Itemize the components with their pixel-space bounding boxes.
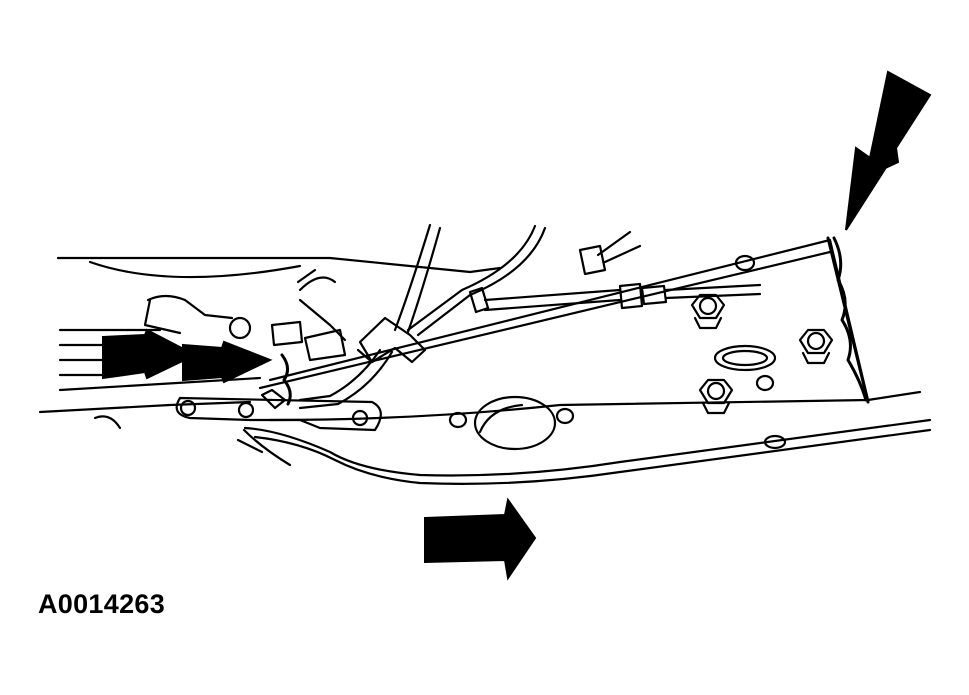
arrow-down-left-icon (845, 70, 932, 231)
bolt-1 (690, 293, 726, 330)
arrow-right-icon (424, 497, 537, 581)
brake-lines (298, 223, 762, 410)
bolts (690, 293, 834, 415)
bolt-3 (698, 378, 734, 415)
cross-member (38, 396, 382, 432)
arrow-right-icon (102, 328, 198, 380)
rail-holes (448, 254, 787, 451)
bolt-2 (798, 328, 834, 365)
line-clips (228, 268, 427, 410)
figure-id-label: A0014263 (38, 589, 166, 619)
callout-arrows (102, 70, 932, 581)
frame-rail (236, 236, 932, 485)
arrow-right-icon (182, 340, 273, 384)
